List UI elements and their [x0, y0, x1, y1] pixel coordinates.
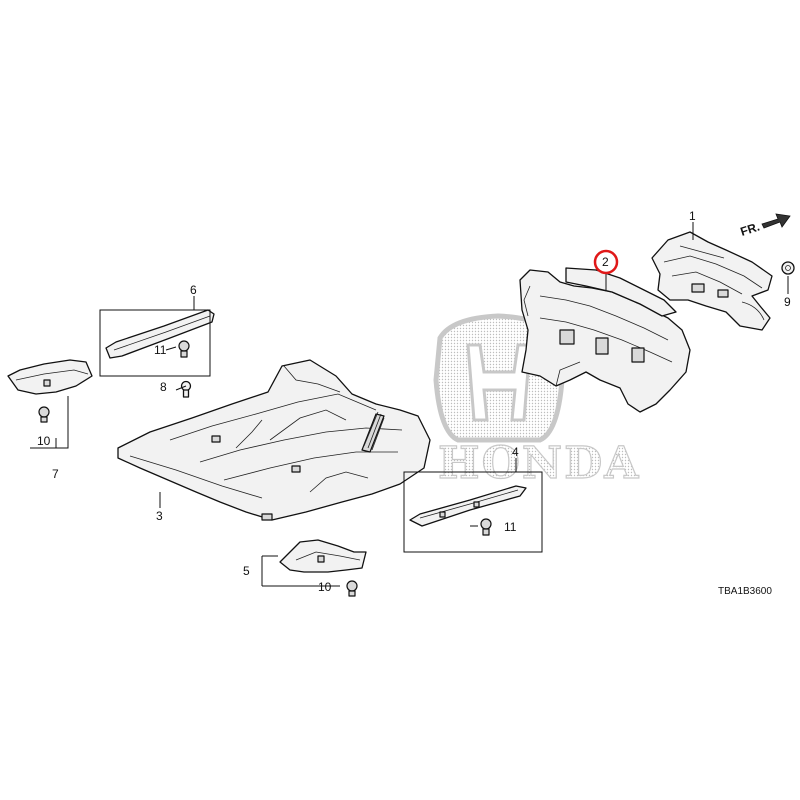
callout-10-lower: 10 — [318, 580, 332, 594]
part-1-dashboard-insulator-upper — [651, 231, 773, 331]
part-7-kick-plate-left — [7, 359, 93, 395]
callout-4: 4 — [512, 445, 519, 459]
part-2-dashboard-insulator — [519, 267, 691, 413]
front-label: FR. — [739, 220, 762, 239]
part-3-floor-carpet — [117, 359, 431, 521]
clip-10-left — [38, 406, 50, 423]
clip-8 — [180, 380, 192, 398]
callout-11-lower: 11 — [504, 520, 517, 534]
clip-11-upper — [178, 340, 190, 358]
callout-5: 5 — [243, 564, 250, 578]
clip-10-lower — [346, 580, 358, 597]
callout-8: 8 — [160, 380, 167, 394]
callout-7: 7 — [52, 467, 59, 481]
part-6-sill-garnish-left — [105, 309, 215, 359]
leader-lines — [30, 222, 789, 587]
part-4-sill-garnish-right — [409, 485, 527, 527]
callout-3: 3 — [156, 509, 163, 523]
nut-9 — [781, 261, 795, 275]
front-direction-arrow: FR. — [739, 213, 791, 239]
arrow-right-icon — [761, 213, 791, 229]
honda-wordmark: HONDA — [438, 438, 640, 489]
callout-10-left: 10 — [37, 434, 51, 448]
callout-1: 1 — [689, 209, 696, 223]
callout-6: 6 — [190, 283, 197, 297]
part-5-kick-plate — [279, 539, 367, 573]
callout-2: 2 — [602, 255, 609, 269]
diagram-code: TBA1B3600 — [718, 586, 772, 597]
callout-9: 9 — [784, 295, 791, 309]
callout-11-upper: 11 — [154, 343, 167, 357]
highlight-circle — [593, 249, 619, 275]
clip-11-lower — [480, 518, 492, 536]
